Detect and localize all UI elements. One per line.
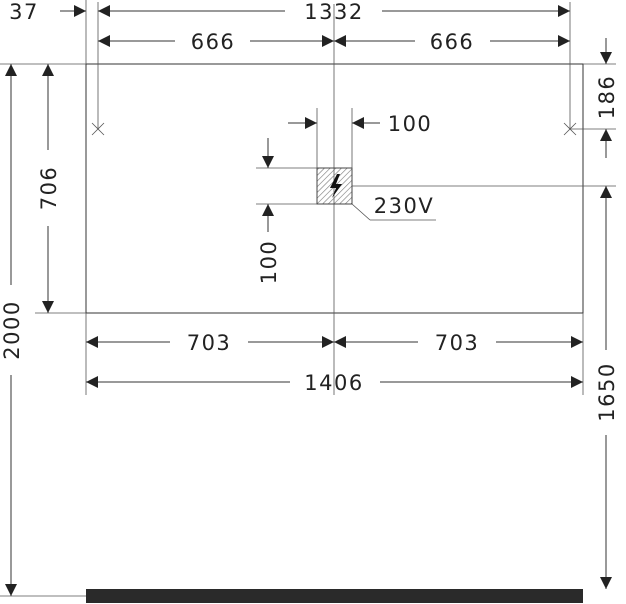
lightning-icon xyxy=(330,174,342,198)
dim-unit-height: 706 xyxy=(37,166,61,211)
dim-total-mount-width: 1332 xyxy=(304,0,363,24)
dim-half-mount-right: 666 xyxy=(430,30,475,54)
voltage-leader-diagonal xyxy=(351,203,371,221)
dim-half-mount-left: 666 xyxy=(191,30,236,54)
dim-outlet-height: 100 xyxy=(257,240,281,285)
dim-half-width-left: 703 xyxy=(187,331,232,355)
dim-offset-left: 37 xyxy=(9,0,39,24)
voltage-label: 230V xyxy=(374,194,434,218)
dim-half-width-right: 703 xyxy=(435,331,480,355)
dim-mount-from-top: 186 xyxy=(595,75,619,120)
dim-total-width: 1406 xyxy=(304,371,363,395)
dim-outlet-width: 100 xyxy=(388,112,433,136)
cabinet-outline xyxy=(85,63,584,314)
dim-height-from-floor: 2000 xyxy=(0,300,24,359)
dim-outlet-height-from-floor: 1650 xyxy=(595,362,619,421)
floor-line xyxy=(86,589,583,603)
